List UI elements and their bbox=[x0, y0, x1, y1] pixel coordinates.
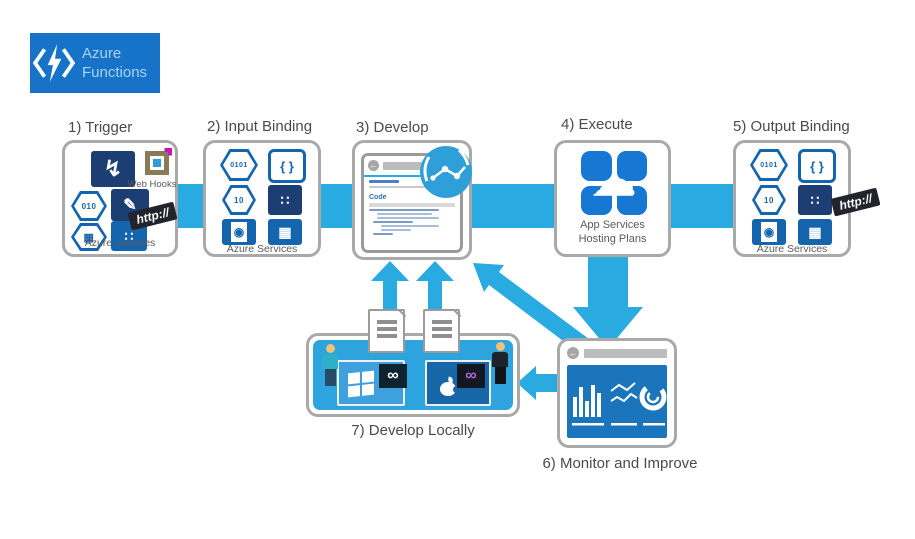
developer-figure-right bbox=[489, 342, 511, 384]
monitor-to-develop-arrow bbox=[473, 263, 597, 359]
apple-logo-icon bbox=[440, 376, 460, 397]
trigger-azure-services-caption: Azure Services bbox=[84, 237, 156, 249]
visual-studio-icon: ∞ bbox=[379, 364, 407, 388]
azure-functions-logo: Azure Functions bbox=[30, 33, 160, 93]
cloud-icon: ☁ bbox=[592, 156, 636, 205]
code-line bbox=[369, 209, 439, 211]
globe-network-icon bbox=[420, 146, 472, 198]
code-line bbox=[369, 203, 455, 207]
event-hubs-icon: 0101 bbox=[750, 149, 788, 181]
documentdb-braces-icon: { } bbox=[268, 149, 306, 183]
bar-chart-icon bbox=[572, 385, 604, 426]
code-line bbox=[373, 233, 393, 235]
line-chart-icon bbox=[610, 382, 638, 426]
execute-panel: ☁ App Services Hosting Plans bbox=[554, 140, 671, 257]
webhooks-caption: Web Hooks bbox=[127, 179, 177, 190]
code-heading: Code bbox=[369, 194, 387, 201]
script-file-icon bbox=[368, 308, 407, 353]
monitor-caption: 6) Monitor and Improve bbox=[542, 455, 698, 472]
window-rule bbox=[364, 175, 460, 177]
service-bus-queue-icon: 10 bbox=[222, 185, 256, 215]
documentdb-braces-icon: { } bbox=[798, 149, 836, 183]
trigger-label: 1) Trigger bbox=[68, 119, 133, 136]
windows-monitor: ∞ bbox=[337, 360, 407, 406]
code-line bbox=[381, 229, 411, 231]
develop-label: 3) Develop bbox=[356, 119, 429, 136]
code-line bbox=[369, 186, 435, 188]
donut-chart-icon bbox=[639, 383, 667, 426]
service-fabric-icon: ∷ bbox=[268, 185, 302, 215]
back-arrow-icon: ← bbox=[368, 160, 379, 171]
execute-label: 4) Execute bbox=[561, 116, 633, 133]
logic-app-icon: ↯ bbox=[91, 151, 135, 187]
developer-figure-left bbox=[319, 344, 341, 386]
code-line bbox=[369, 180, 399, 183]
back-arrow-icon: ← bbox=[567, 347, 579, 359]
windows-logo-icon bbox=[348, 370, 374, 398]
script-file-icon bbox=[423, 308, 462, 353]
input-binding-label: 2) Input Binding bbox=[207, 118, 313, 135]
service-bus-icon: ▦ bbox=[71, 223, 107, 251]
up-arrow-right bbox=[416, 261, 454, 333]
address-bar bbox=[383, 162, 456, 170]
code-line bbox=[373, 221, 413, 223]
develop-locally-caption: 7) Develop Locally bbox=[351, 422, 475, 439]
app-services-caption-2: Hosting Plans bbox=[578, 233, 647, 245]
event-hubs-icon: 010 bbox=[71, 191, 107, 221]
mac-monitor: ∞ bbox=[425, 360, 491, 406]
storage-icon: ◉ bbox=[222, 219, 256, 245]
lightning-bolt-icon bbox=[32, 44, 76, 82]
monitor-to-local-arrow bbox=[517, 366, 562, 400]
code-line bbox=[381, 225, 439, 227]
execute-to-monitor-arrow bbox=[573, 256, 643, 349]
trigger-panel: ↯ Web Hooks 010 ✎ ▦ ∷ http:// Azure Serv… bbox=[62, 140, 178, 257]
output-azure-services-caption: Azure Services bbox=[756, 243, 828, 255]
logo-line-azure: Azure bbox=[82, 45, 122, 62]
input-azure-services-caption: Azure Services bbox=[226, 243, 298, 255]
service-fabric-icon: ∷ bbox=[798, 185, 832, 215]
app-services-caption-1: App Services bbox=[580, 219, 645, 231]
code-line bbox=[377, 217, 439, 219]
webhooks-icon bbox=[145, 148, 172, 175]
code-line bbox=[377, 213, 432, 215]
logo-line-functions: Functions bbox=[82, 64, 148, 81]
visual-studio-mac-icon: ∞ bbox=[457, 364, 485, 388]
develop-panel: ← Code bbox=[352, 140, 472, 260]
storage-icon: ◉ bbox=[752, 219, 786, 245]
develop-locally-panel: ∞ ∞ bbox=[306, 333, 520, 417]
dashboard-charts bbox=[572, 382, 667, 426]
output-binding-label: 5) Output Binding bbox=[733, 118, 850, 135]
table-storage-icon: ▦ bbox=[268, 219, 302, 245]
up-arrow-left bbox=[371, 261, 409, 333]
service-bus-queue-icon: 10 bbox=[752, 185, 786, 215]
address-bar bbox=[584, 349, 667, 358]
output-binding-panel: 0101 { } 10 ∷ ◉ ▦ http:// Azure Services bbox=[733, 140, 881, 257]
monitor-panel: ← bbox=[557, 338, 677, 448]
app-service-icon bbox=[581, 151, 647, 215]
code-content: Code bbox=[369, 180, 455, 235]
event-hubs-icon: 0101 bbox=[220, 149, 258, 181]
table-storage-icon: ▦ bbox=[798, 219, 832, 245]
input-binding-panel: 0101 { } 10 ∷ ◉ ▦ Azure Services bbox=[203, 140, 321, 257]
dashboard-area bbox=[567, 365, 667, 438]
